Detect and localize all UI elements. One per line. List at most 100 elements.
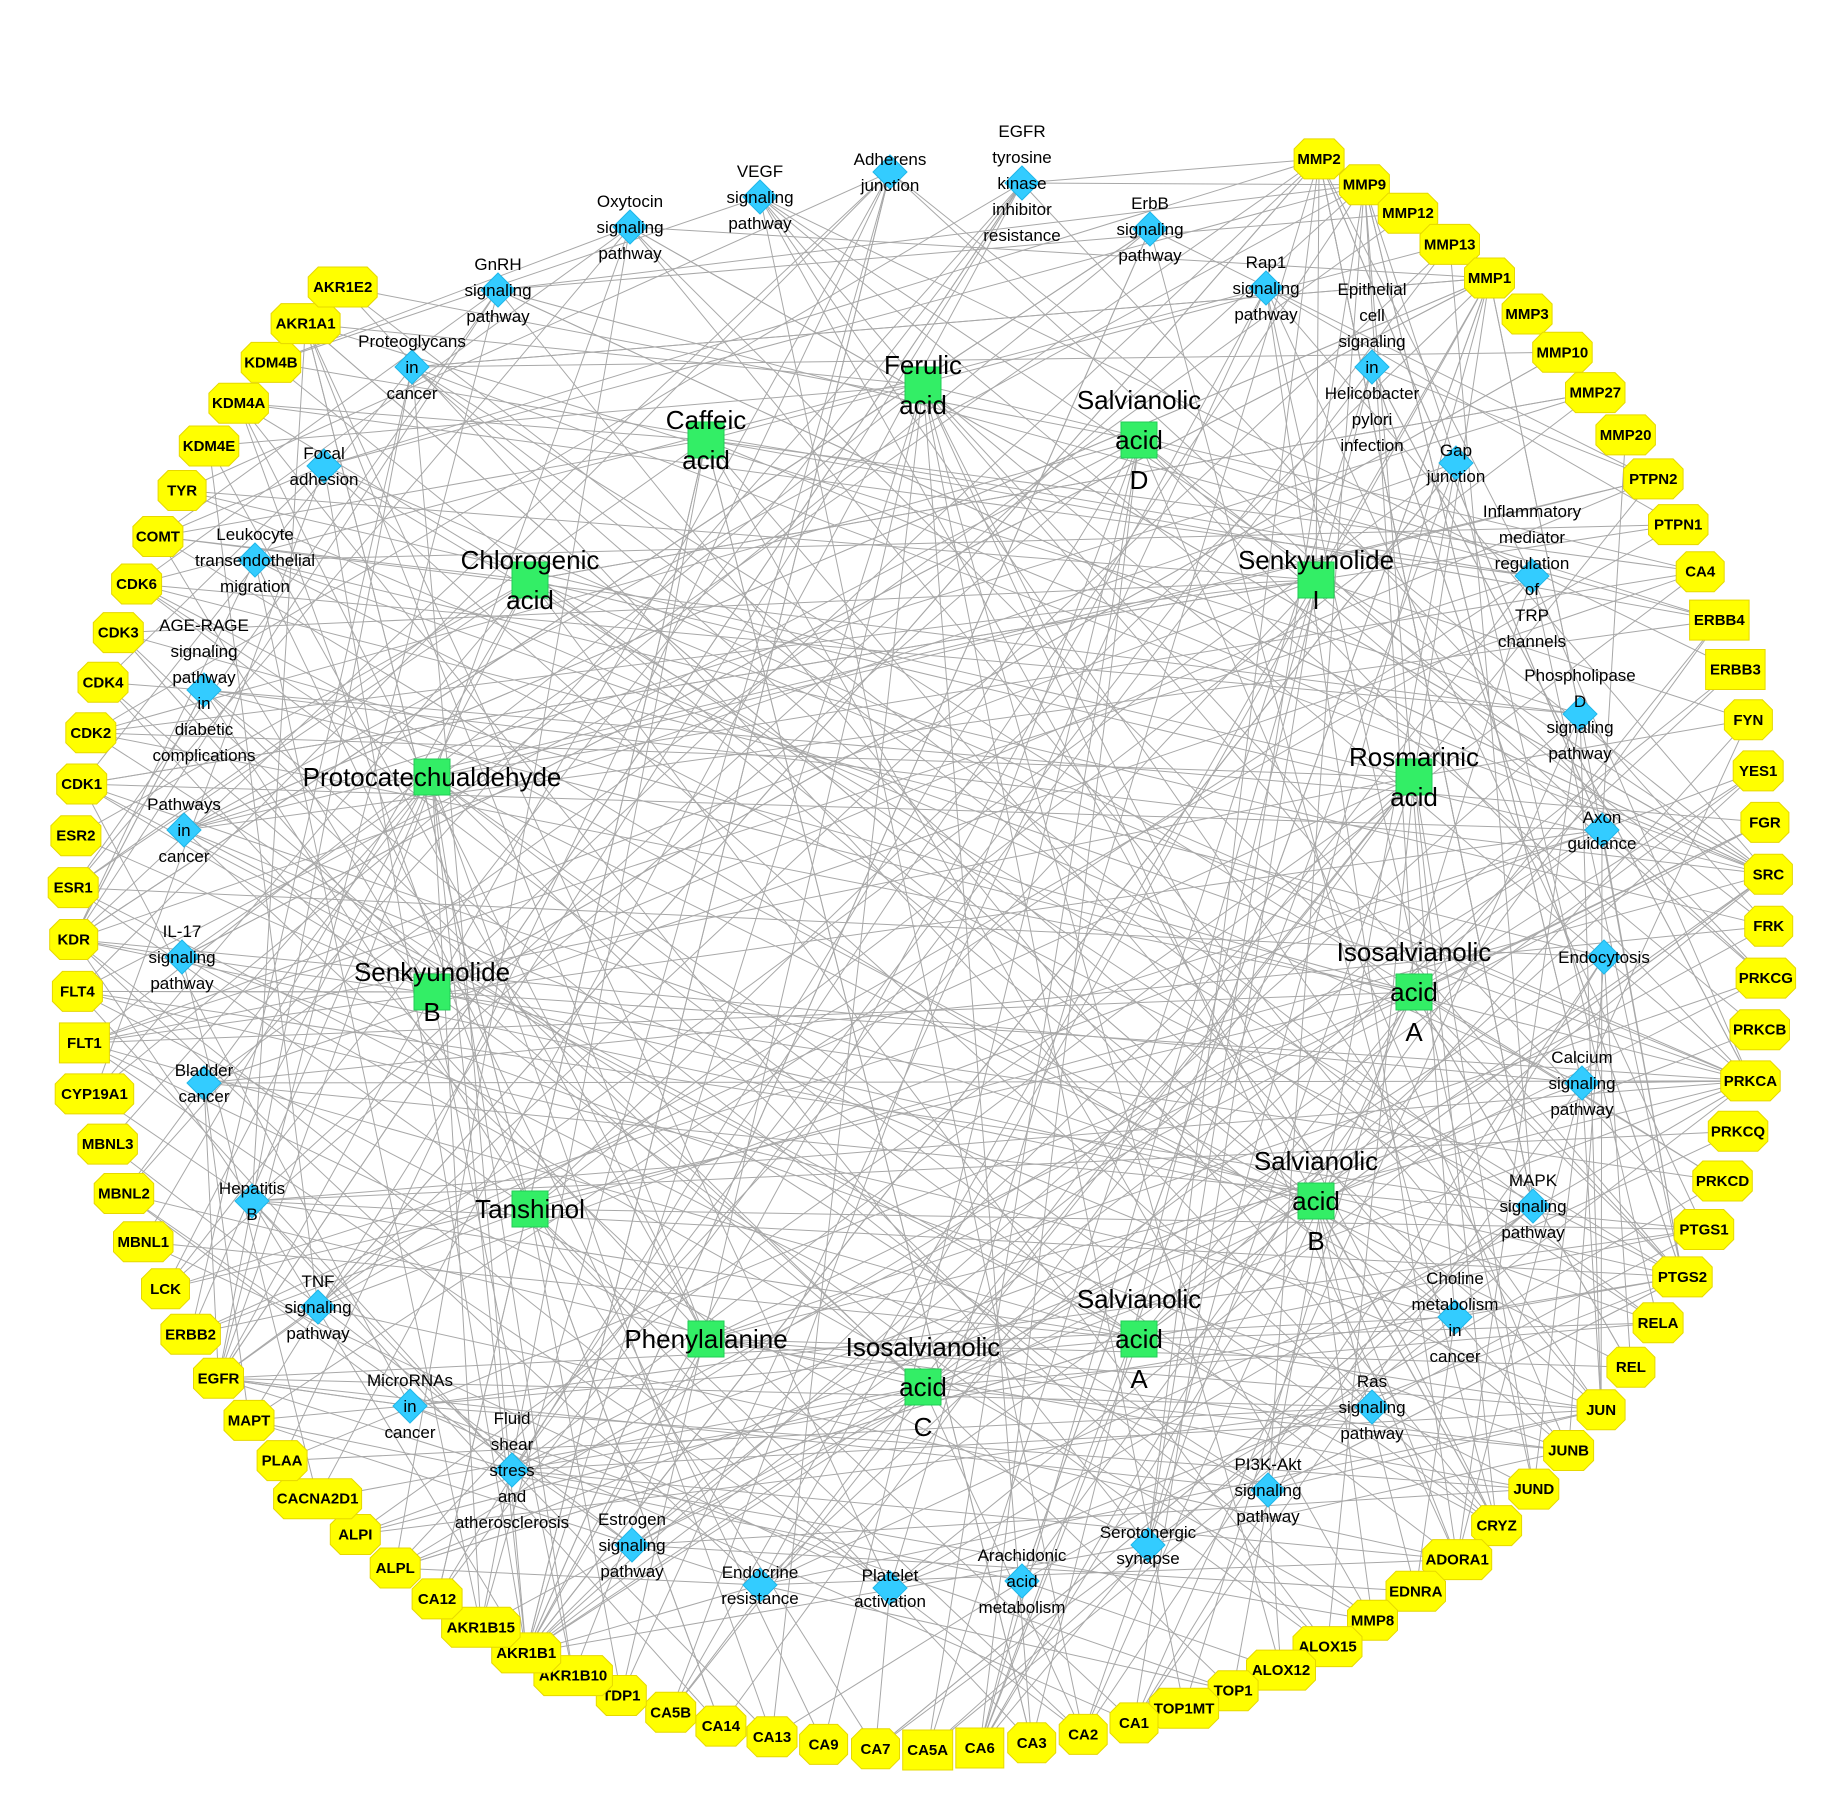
compound-node-phenylalanine[interactable]: Phenylalanine [624, 1320, 788, 1358]
target-node-adora1[interactable]: ADORA1 [1422, 1539, 1493, 1581]
target-node-mbnl1[interactable]: MBNL1 [113, 1221, 174, 1263]
target-node-flt4[interactable]: FLT4 [51, 970, 103, 1012]
target-node-ca6[interactable]: CA6 [955, 1727, 1005, 1769]
target-node-alox12[interactable]: ALOX12 [1246, 1649, 1316, 1691]
target-node-erbb4[interactable]: ERBB4 [1689, 599, 1750, 641]
target-node-top1mt[interactable]: TOP1MT [1149, 1687, 1220, 1729]
target-node-esr1[interactable]: ESR1 [47, 867, 99, 909]
target-node-prkcb[interactable]: PRKCB [1729, 1009, 1790, 1051]
target-node-src[interactable]: SRC [1743, 853, 1793, 895]
target-node-cyp19a1[interactable]: CYP19A1 [54, 1073, 135, 1115]
compound-node-tanshinol[interactable]: Tanshinol [475, 1190, 585, 1228]
compound-node-protocatechualdehyde[interactable]: Protocatechualdehyde [303, 758, 562, 796]
target-node-mbnl2[interactable]: MBNL2 [93, 1173, 155, 1214]
target-node-cryz[interactable]: CRYZ [1471, 1505, 1523, 1547]
target-node-mmp10[interactable]: MMP10 [1532, 331, 1593, 373]
target-node-ca4[interactable]: CA4 [1675, 551, 1725, 593]
target-node-prkcq[interactable]: PRKCQ [1707, 1110, 1769, 1152]
target-node-ca5b[interactable]: CA5B [645, 1691, 697, 1733]
target-node-lck[interactable]: LCK [141, 1268, 190, 1310]
target-node-cdk4[interactable]: CDK4 [77, 661, 129, 703]
target-node-cdk3[interactable]: CDK3 [92, 612, 144, 654]
target-node-kdm4a[interactable]: KDM4A [208, 382, 269, 424]
target-node-prkcd[interactable]: PRKCD [1692, 1160, 1753, 1202]
target-node-akr1b15[interactable]: AKR1B15 [441, 1606, 521, 1648]
target-node-akr1a1[interactable]: AKR1A1 [270, 303, 341, 345]
target-node-ptpn1[interactable]: PTPN1 [1648, 504, 1709, 546]
target-node-mmp8[interactable]: MMP8 [1347, 1599, 1398, 1641]
target-node-tyr[interactable]: TYR [157, 470, 207, 511]
target-node-frk[interactable]: FRK [1744, 905, 1794, 947]
target-node-ca14[interactable]: CA14 [695, 1705, 747, 1747]
target-node-ca2[interactable]: CA2 [1058, 1713, 1108, 1755]
target-node-top1[interactable]: TOP1 [1207, 1670, 1259, 1712]
target-node-ptpn2[interactable]: PTPN2 [1623, 458, 1684, 500]
target-node-mmp27[interactable]: MMP27 [1565, 372, 1626, 414]
target-node-mmp1[interactable]: MMP1 [1464, 257, 1515, 299]
target-node-jun[interactable]: JUN [1576, 1389, 1626, 1431]
target-node-ca5a[interactable]: CA5A [902, 1729, 954, 1771]
target-node-mmp20[interactable]: MMP20 [1595, 414, 1656, 456]
target-node-ca3[interactable]: CA3 [1007, 1722, 1057, 1764]
target-node-mmp3[interactable]: MMP3 [1501, 293, 1553, 335]
target-node-cacna2d1[interactable]: CACNA2D1 [273, 1478, 363, 1520]
target-node-fgr[interactable]: FGR [1740, 801, 1790, 843]
target-node-prkca[interactable]: PRKCA [1720, 1060, 1781, 1102]
target-node-egfr[interactable]: EGFR [193, 1357, 244, 1399]
target-node-mbnl3[interactable]: MBNL3 [77, 1123, 138, 1165]
target-node-jund[interactable]: JUND [1508, 1468, 1560, 1510]
target-node-fyn[interactable]: FYN [1723, 699, 1773, 741]
target-node-ptgs1[interactable]: PTGS1 [1673, 1209, 1735, 1250]
target-node-junb[interactable]: JUNB [1543, 1430, 1595, 1471]
target-node-cdk6[interactable]: CDK6 [111, 563, 163, 605]
target-node-plaa[interactable]: PLAA [256, 1440, 308, 1482]
target-node-alpl[interactable]: ALPL [369, 1547, 421, 1589]
target-node-rela[interactable]: RELA [1632, 1302, 1684, 1344]
target-node-ptgs2[interactable]: PTGS2 [1652, 1256, 1713, 1298]
target-node-mmp12[interactable]: MMP12 [1377, 192, 1439, 234]
target-node-mmp9[interactable]: MMP9 [1338, 164, 1390, 206]
target-node-flt1[interactable]: FLT1 [58, 1022, 110, 1064]
target-node-ca12[interactable]: CA12 [411, 1578, 463, 1620]
target-node-mmp13[interactable]: MMP13 [1419, 223, 1480, 265]
target-node-rel[interactable]: REL [1606, 1346, 1656, 1388]
target-node-cdk1[interactable]: CDK1 [56, 763, 108, 805]
target-node-ednra[interactable]: EDNRA [1385, 1570, 1446, 1612]
target-node-erbb3[interactable]: ERBB3 [1705, 649, 1766, 690]
target-node-erbb2[interactable]: ERBB2 [160, 1313, 221, 1355]
target-node-cdk2[interactable]: CDK2 [65, 712, 117, 754]
target-node-ca9[interactable]: CA9 [799, 1723, 849, 1765]
